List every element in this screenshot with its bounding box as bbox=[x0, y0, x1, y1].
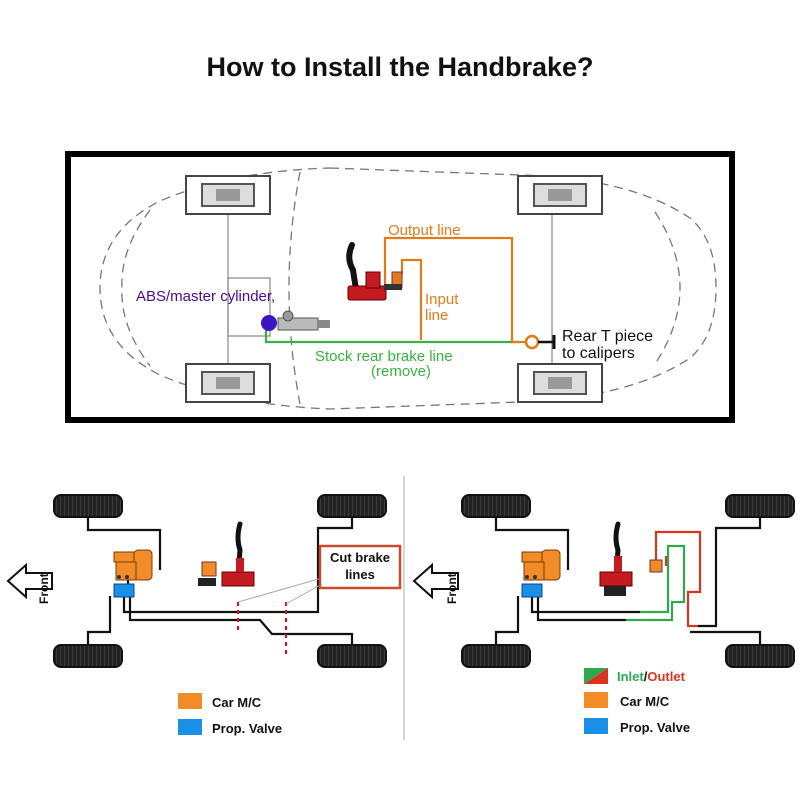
legend-label-prop-right: Prop. Valve bbox=[620, 720, 690, 735]
tire-rear-left bbox=[317, 494, 387, 518]
brake-lines-right bbox=[494, 517, 762, 645]
front-label-left: Front bbox=[37, 573, 51, 604]
legend-swatch-inlet-outlet bbox=[584, 668, 608, 684]
bottom-right-diagram: Front bbox=[412, 494, 795, 735]
tire-front-right bbox=[53, 644, 123, 668]
stock-line-label-2: (remove) bbox=[371, 363, 431, 380]
legend-swatch-mc-left bbox=[178, 693, 202, 709]
outlet-lines bbox=[654, 530, 702, 628]
top-wheels bbox=[185, 175, 603, 403]
top-wheel-front-left bbox=[185, 175, 271, 215]
cut-label-2: lines bbox=[345, 567, 375, 582]
input-line bbox=[400, 258, 423, 340]
outlet-label: Outlet bbox=[647, 669, 685, 684]
abs-label: ABS/master cylinder, bbox=[136, 288, 275, 305]
top-wheel-front-right bbox=[185, 363, 271, 403]
top-diagram-frame bbox=[65, 151, 735, 423]
top-wheel-rear-right bbox=[517, 363, 603, 403]
legend-label-mc-right: Car M/C bbox=[620, 694, 670, 709]
cut-pointer-lines bbox=[237, 577, 323, 605]
input-line-label-1: Input bbox=[425, 291, 459, 308]
legend-swatch-mc-right bbox=[584, 692, 608, 708]
legend-label-mc-left: Car M/C bbox=[212, 695, 262, 710]
inlet-lines bbox=[626, 544, 686, 622]
tire-front-right-r bbox=[461, 644, 531, 668]
handbrake-right bbox=[599, 521, 663, 596]
master-cylinder-left bbox=[113, 549, 153, 581]
legend-swatch-prop-right bbox=[584, 718, 608, 734]
cut-marks bbox=[236, 602, 288, 658]
legend-label-prop-left: Prop. Valve bbox=[212, 721, 282, 736]
output-line bbox=[383, 236, 528, 344]
master-cylinder-right bbox=[521, 549, 561, 581]
prop-valve-left bbox=[113, 583, 135, 598]
input-line-label-2: line bbox=[425, 307, 448, 324]
handbrake-top bbox=[346, 242, 403, 301]
master-cylinder bbox=[277, 310, 330, 331]
inlet-outlet-label: Inlet/Outlet bbox=[617, 669, 686, 684]
tire-rear-left-r bbox=[725, 494, 795, 518]
page-title: How to Install the Handbrake? bbox=[206, 52, 594, 82]
tire-front-left bbox=[53, 494, 123, 518]
top-diagram: ABS/master cylinder, Output line Input l… bbox=[65, 151, 735, 423]
top-wheel-rear-left bbox=[517, 175, 603, 215]
brake-lines-left bbox=[86, 517, 354, 645]
cut-label-1: Cut brake bbox=[330, 550, 390, 565]
inlet-label: Inlet bbox=[617, 669, 644, 684]
slash-label: / bbox=[644, 669, 648, 684]
tire-front-left-r bbox=[461, 494, 531, 518]
rear-t-label-1: Rear T piece bbox=[562, 328, 653, 345]
front-arrow-icon bbox=[412, 562, 459, 600]
rear-t-piece bbox=[524, 334, 556, 350]
rear-t-label-2: to calipers bbox=[562, 345, 635, 362]
front-arrow-icon bbox=[6, 562, 53, 600]
tire-rear-right bbox=[317, 644, 387, 668]
prop-valve-right bbox=[521, 583, 543, 598]
legend-swatch-prop-left bbox=[178, 719, 202, 735]
front-label-right: Front bbox=[445, 573, 459, 604]
stock-line-label-1: Stock rear brake line bbox=[315, 348, 453, 365]
tire-rear-right-r bbox=[725, 644, 795, 668]
car-outline bbox=[99, 167, 717, 410]
cut-brake-box bbox=[318, 544, 402, 590]
output-line-label: Output line bbox=[388, 222, 461, 239]
handbrake-left bbox=[198, 521, 255, 587]
abs-dot bbox=[261, 315, 277, 331]
bottom-left-diagram: Front bbox=[6, 494, 402, 736]
